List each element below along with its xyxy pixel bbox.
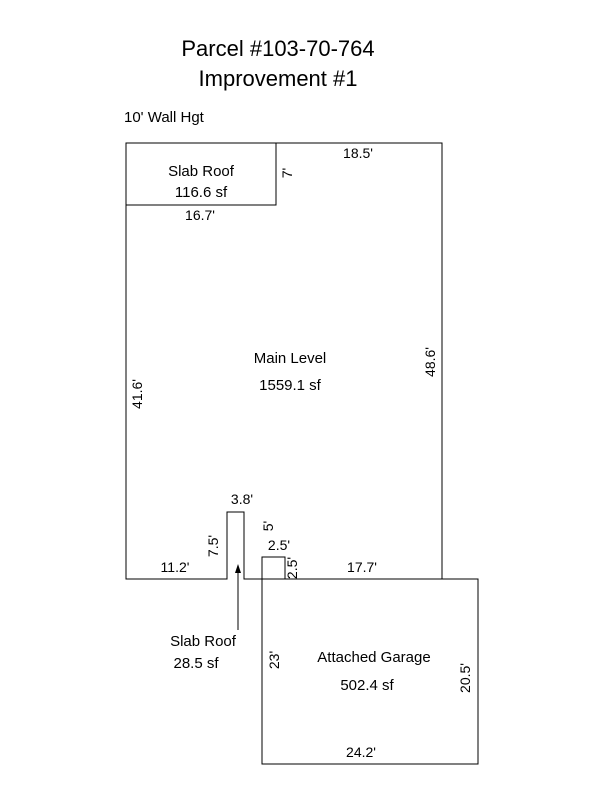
garage-area: 502.4 sf — [340, 677, 394, 694]
dim-notch-top: 3.8' — [230, 491, 254, 507]
dim-garage-left: 23' — [266, 650, 282, 670]
dim-garage-bottom: 24.2' — [346, 744, 376, 760]
main-level-name: Main Level — [253, 350, 327, 367]
slab-roof-small-name: Slab Roof — [170, 633, 236, 650]
dim-notch-right: 5' — [260, 520, 276, 532]
slab-roof-outline — [125, 142, 277, 206]
dim-right-side: 48.6' — [422, 347, 438, 377]
dim-slab-bottom: 16.7' — [185, 207, 215, 223]
dim-garage-right: 20.5' — [457, 663, 473, 693]
slab-roof-small-area: 28.5 sf — [173, 655, 219, 672]
title-parcel: Parcel #103-70-764 — [181, 36, 375, 61]
dim-bottom-right: 17.7' — [347, 559, 377, 575]
dim-step-side: 2.5' — [284, 556, 300, 580]
arrow-head-icon — [235, 564, 241, 573]
slab-roof-top-name: Slab Roof — [168, 163, 234, 180]
wall-height-label: 10' Wall Hgt — [124, 109, 204, 126]
title-improvement: Improvement #1 — [198, 66, 358, 91]
dim-step-top: 2.5' — [267, 537, 291, 553]
dim-slab-side: 7' — [279, 167, 295, 179]
dim-left-side: 41.6' — [129, 379, 145, 409]
dim-notch-left: 7.5' — [205, 534, 221, 558]
garage-name: Attached Garage — [317, 649, 431, 666]
dim-top-right: 18.5' — [343, 145, 373, 161]
garage-outline — [261, 578, 479, 765]
slab-roof-top-area: 116.6 sf — [174, 184, 228, 201]
main-level-area: 1559.1 sf — [259, 377, 321, 394]
dim-bottom-left: 11.2' — [160, 559, 190, 575]
